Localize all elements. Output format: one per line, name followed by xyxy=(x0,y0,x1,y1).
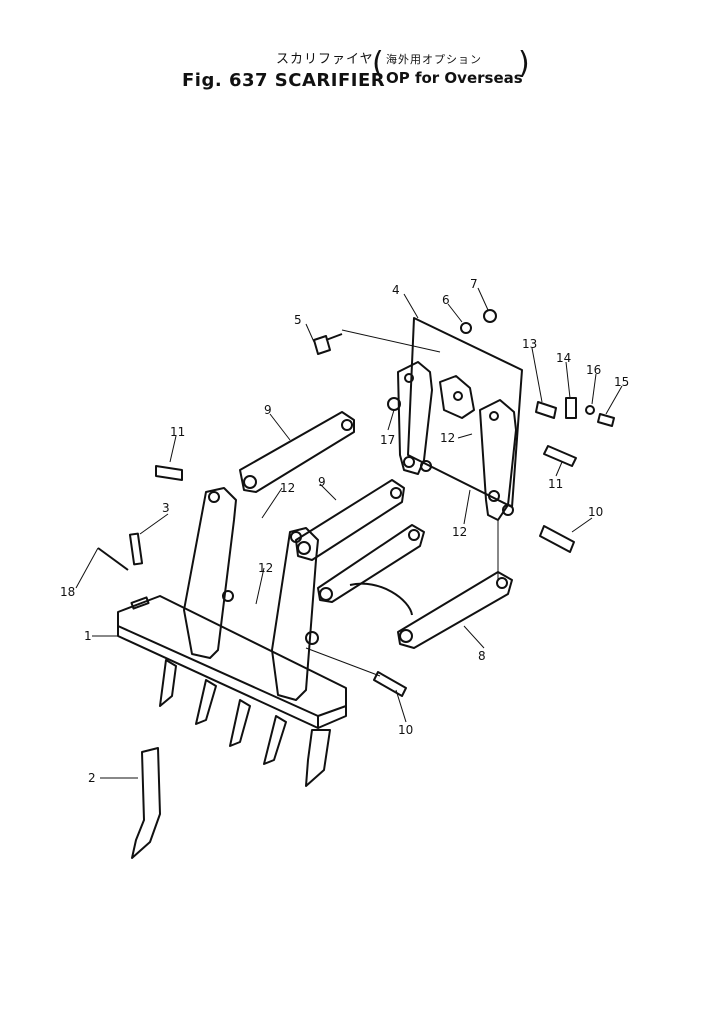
pin-11-left xyxy=(155,465,183,481)
plate-14 xyxy=(565,397,577,419)
figure-title: Fig. 637 SCARIFIER xyxy=(182,70,386,91)
frame-upright-right xyxy=(271,527,319,701)
option-note-japanese: 海外用オプション xyxy=(386,53,482,66)
spring-18 xyxy=(97,547,129,571)
callout-4: 4 xyxy=(392,283,400,297)
cross-tube xyxy=(349,582,413,616)
callout-14: 14 xyxy=(556,351,571,365)
callout-12-b: 12 xyxy=(258,561,273,575)
callout-5: 5 xyxy=(294,313,302,327)
callout-7: 7 xyxy=(470,277,478,291)
callout-11-left: 11 xyxy=(170,425,185,439)
callout-6: 6 xyxy=(442,293,450,307)
callout-9-front: 9 xyxy=(318,475,326,489)
lock-pin xyxy=(128,532,144,566)
callout-8: 8 xyxy=(478,649,486,663)
title-japanese: スカリファイヤ xyxy=(276,52,374,67)
close-paren: ) xyxy=(518,46,530,81)
nut-7 xyxy=(483,309,497,323)
callout-12-a: 12 xyxy=(280,481,295,495)
callout-11-right: 11 xyxy=(548,477,563,491)
callout-15: 15 xyxy=(614,375,629,389)
pin-13 xyxy=(535,401,557,419)
plate-bracket-left xyxy=(397,361,433,475)
shank-4 xyxy=(263,715,287,765)
washer-16 xyxy=(585,405,595,415)
lower-link-front xyxy=(397,571,513,649)
callout-2: 2 xyxy=(88,771,96,785)
bolt-5 xyxy=(313,333,343,355)
callout-12-d: 12 xyxy=(452,525,467,539)
upper-link-front xyxy=(295,479,405,561)
pin-10-lower xyxy=(373,671,407,697)
callout-9-rear: 9 xyxy=(264,403,272,417)
callout-12-c: 12 xyxy=(440,431,455,445)
upper-link-rear xyxy=(239,411,355,493)
option-note-english: OP for Overseas xyxy=(386,69,523,87)
loose-shank xyxy=(131,747,161,859)
washer-6 xyxy=(460,322,472,334)
callout-13: 13 xyxy=(522,337,537,351)
open-paren: ( xyxy=(372,46,384,81)
mounting-plate xyxy=(407,317,523,508)
callout-10-lower: 10 xyxy=(398,723,413,737)
frame-upright-left xyxy=(183,487,237,659)
pin-10-upper xyxy=(539,525,575,553)
callout-18: 18 xyxy=(60,585,75,599)
pin-11-right xyxy=(543,445,577,467)
bolt-15 xyxy=(597,413,615,427)
shank-3 xyxy=(229,699,251,747)
shank-2 xyxy=(195,679,217,725)
callout-17: 17 xyxy=(380,433,395,447)
plate-bracket-mid xyxy=(439,375,475,419)
callout-3: 3 xyxy=(162,501,170,515)
shank-5 xyxy=(305,729,331,787)
callout-numbers: 1 2 3 4 5 6 7 8 9 9 10 10 11 11 12 12 12… xyxy=(60,277,629,785)
callout-1: 1 xyxy=(84,629,92,643)
callout-10-upper: 10 xyxy=(588,505,603,519)
lower-link-rear xyxy=(317,524,425,603)
shank-1 xyxy=(159,659,177,707)
callout-16: 16 xyxy=(586,363,601,377)
leader-lines xyxy=(75,287,623,779)
